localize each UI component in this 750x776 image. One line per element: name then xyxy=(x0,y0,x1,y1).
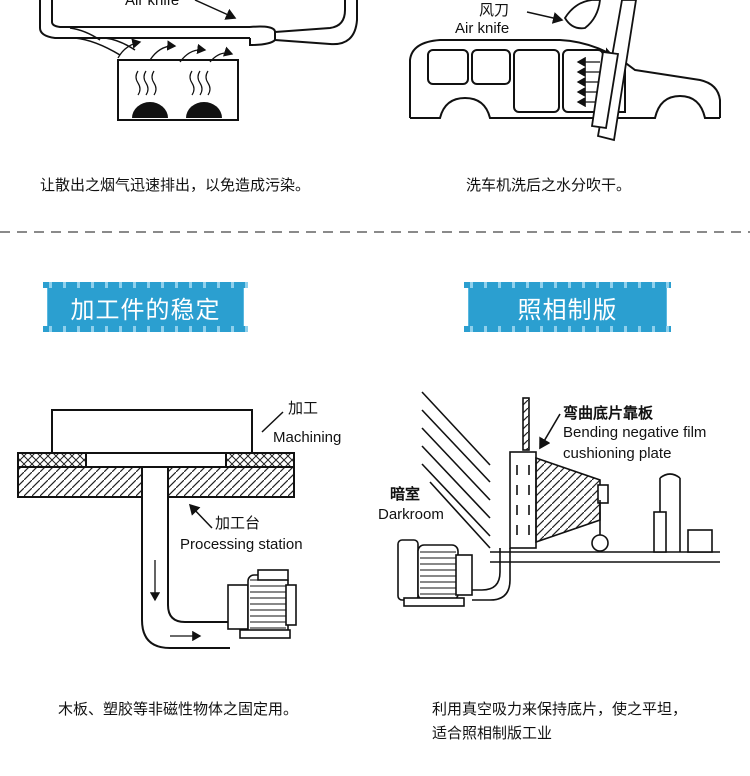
machining-label-cn: 加工 xyxy=(288,399,319,417)
banner-photo-platemaking: 照相制版 xyxy=(464,282,671,332)
exhaust-diagram xyxy=(39,0,358,121)
plate-label-en-1: Bending negative film xyxy=(563,424,707,441)
darkroom-diagram xyxy=(421,391,720,601)
darkroom-label-en: Darkroom xyxy=(378,506,444,523)
air-knife-label-left: Air knife xyxy=(125,0,180,9)
air-knife-icon xyxy=(563,0,637,142)
air-knife-label-cn: 风刀 xyxy=(479,1,510,19)
blower-icon xyxy=(227,569,297,639)
machining-label-en: Machining xyxy=(273,429,342,446)
banner-workpiece: 加工件的稳定 xyxy=(43,282,248,332)
caption-darkroom-line2: 适合照相制版工业 xyxy=(432,724,553,742)
caption-darkroom-line1: 利用真空吸力来保持底片，使之平坦， xyxy=(432,700,688,718)
caption-exhaust: 让散出之烟气迅速排出，以免造成污染。 xyxy=(40,176,311,194)
caption-workpiece: 木板、塑胶等非磁性物体之固定用。 xyxy=(58,700,299,718)
burner-icons xyxy=(132,102,222,118)
air-knife-label-en: Air knife xyxy=(455,20,510,37)
processing-station-diagram xyxy=(17,409,295,649)
darkroom-label-cn: 暗室 xyxy=(390,485,421,503)
blower-icon-2 xyxy=(397,539,473,607)
plate-label-cn: 弯曲底片靠板 xyxy=(563,404,654,422)
station-label-en: Processing station xyxy=(180,536,303,553)
station-label-cn: 加工台 xyxy=(215,514,261,532)
plate-label-en-2: cushioning plate xyxy=(563,445,672,462)
caption-car-wash: 洗车机洗后之水分吹干。 xyxy=(466,176,632,194)
